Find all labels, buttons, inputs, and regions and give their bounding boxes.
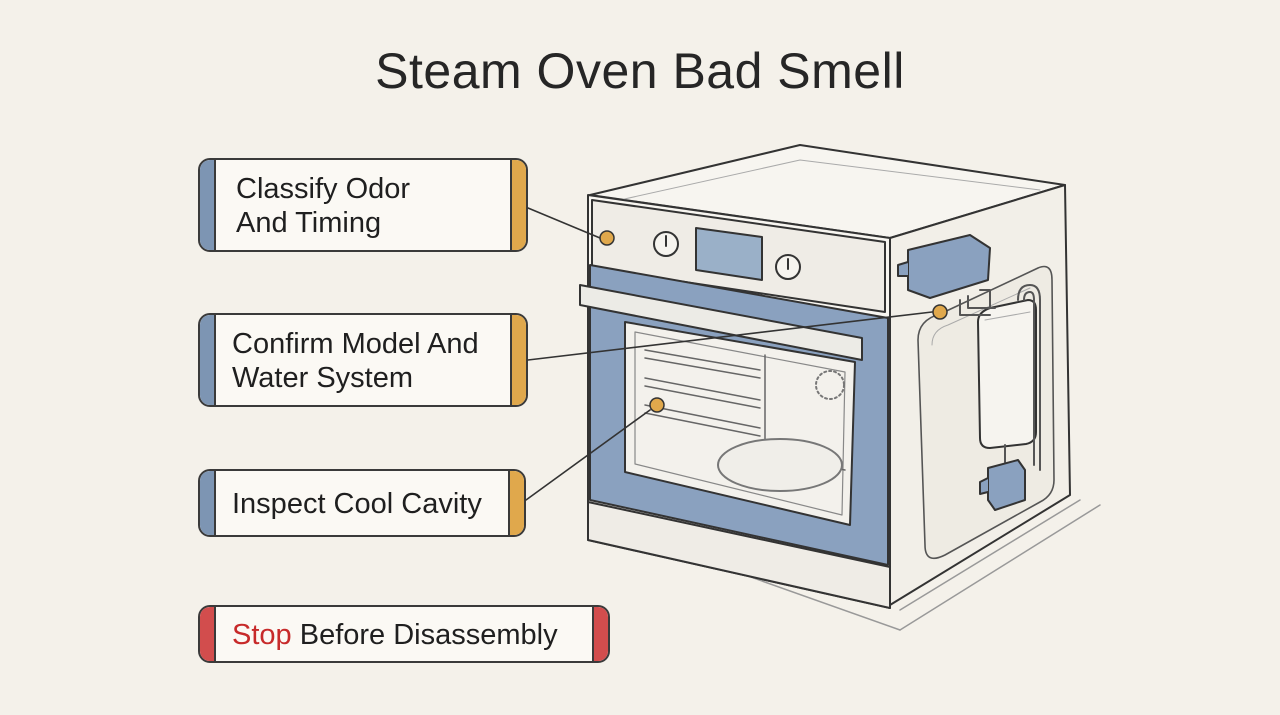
electrical-box: [907, 234, 991, 299]
step-bar-left: [200, 471, 216, 535]
step-label-line1: Inspect Cool Cavity: [232, 488, 482, 520]
step-label-line2: Water System: [232, 362, 414, 394]
warning-stop-box: Stop Before Disassembly: [198, 605, 610, 663]
warning-bar-right: [592, 607, 608, 661]
cavity-plate: [717, 438, 843, 492]
display-screen: [695, 227, 763, 281]
step-label-line2: And Timing: [236, 207, 382, 239]
step-label-line1: Confirm Model And: [232, 328, 479, 360]
callout-dot-cavity: [649, 397, 665, 413]
step-bar-left: [200, 315, 216, 405]
step-bar-right: [510, 160, 526, 250]
step-label-line1: Classify Odor: [236, 173, 411, 205]
step-confirm-model: Confirm Model And Water System: [198, 313, 528, 407]
warning-bar-left: [200, 607, 216, 661]
callout-dot-water: [932, 304, 948, 320]
leader-line-inspect: [525, 409, 651, 501]
step-bar-right: [510, 315, 526, 405]
warning-text: Before Disassembly: [291, 619, 558, 651]
door-handle: [579, 284, 863, 361]
pump-icon: [987, 459, 1026, 511]
leader-line-confirm: [527, 311, 933, 361]
step-bar-left: [200, 160, 216, 250]
water-tank-icon: [977, 299, 1037, 449]
callout-dot-panel: [599, 230, 615, 246]
step-inspect-cavity: Inspect Cool Cavity: [198, 469, 526, 537]
warning-highlight: Stop: [232, 619, 292, 651]
page-title: Steam Oven Bad Smell: [375, 43, 905, 99]
leader-line-classify: [527, 207, 601, 239]
step-classify-odor: Classify Odor And Timing: [198, 158, 528, 252]
step-bar-right: [508, 471, 524, 535]
fan-grille: [815, 370, 845, 400]
